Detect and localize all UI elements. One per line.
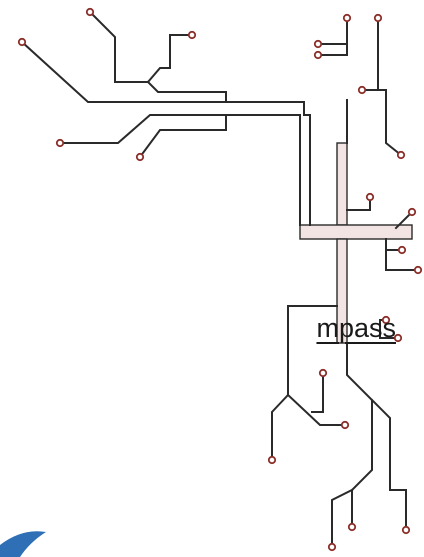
pad — [407, 207, 417, 217]
pad — [381, 315, 391, 325]
trace-right-e — [346, 196, 371, 211]
pad — [393, 333, 403, 343]
trace-lower-pin — [311, 372, 324, 413]
bus-bar-upper — [336, 142, 348, 226]
trace-top-right-c — [361, 17, 379, 91]
pad — [55, 138, 65, 148]
trace-lower-fork — [286, 393, 346, 426]
pad — [373, 13, 383, 23]
pad — [267, 455, 277, 465]
pad — [365, 192, 375, 202]
trace-top-right-d — [377, 89, 403, 157]
trace-fork-top — [88, 10, 193, 83]
pad — [327, 542, 337, 552]
trace-long-top — [20, 40, 311, 226]
trace-lower-tail — [331, 488, 354, 548]
pad — [187, 30, 197, 40]
bus-bar-horizontal — [299, 224, 413, 240]
bus-bar-lower — [336, 238, 348, 344]
pad — [318, 368, 328, 378]
pad — [413, 265, 423, 275]
pad — [17, 37, 27, 47]
pad — [135, 152, 145, 162]
trace-left-mid — [59, 114, 301, 226]
pad — [313, 39, 323, 49]
pad — [397, 245, 407, 255]
pad — [396, 150, 406, 160]
trace-left-low — [138, 114, 227, 159]
trace-top-right-a — [317, 17, 348, 56]
pad — [85, 7, 95, 17]
trace-lower-branch — [370, 398, 407, 531]
pad — [347, 522, 357, 532]
pad — [313, 50, 323, 60]
pad — [357, 85, 367, 95]
trace-right-g — [385, 238, 419, 271]
trace-fork-down — [146, 80, 227, 103]
pad — [401, 525, 411, 535]
compass-link[interactable]: mpass — [316, 313, 396, 343]
trace-lower-main — [346, 342, 373, 528]
pad — [342, 13, 352, 23]
pad — [340, 420, 350, 430]
